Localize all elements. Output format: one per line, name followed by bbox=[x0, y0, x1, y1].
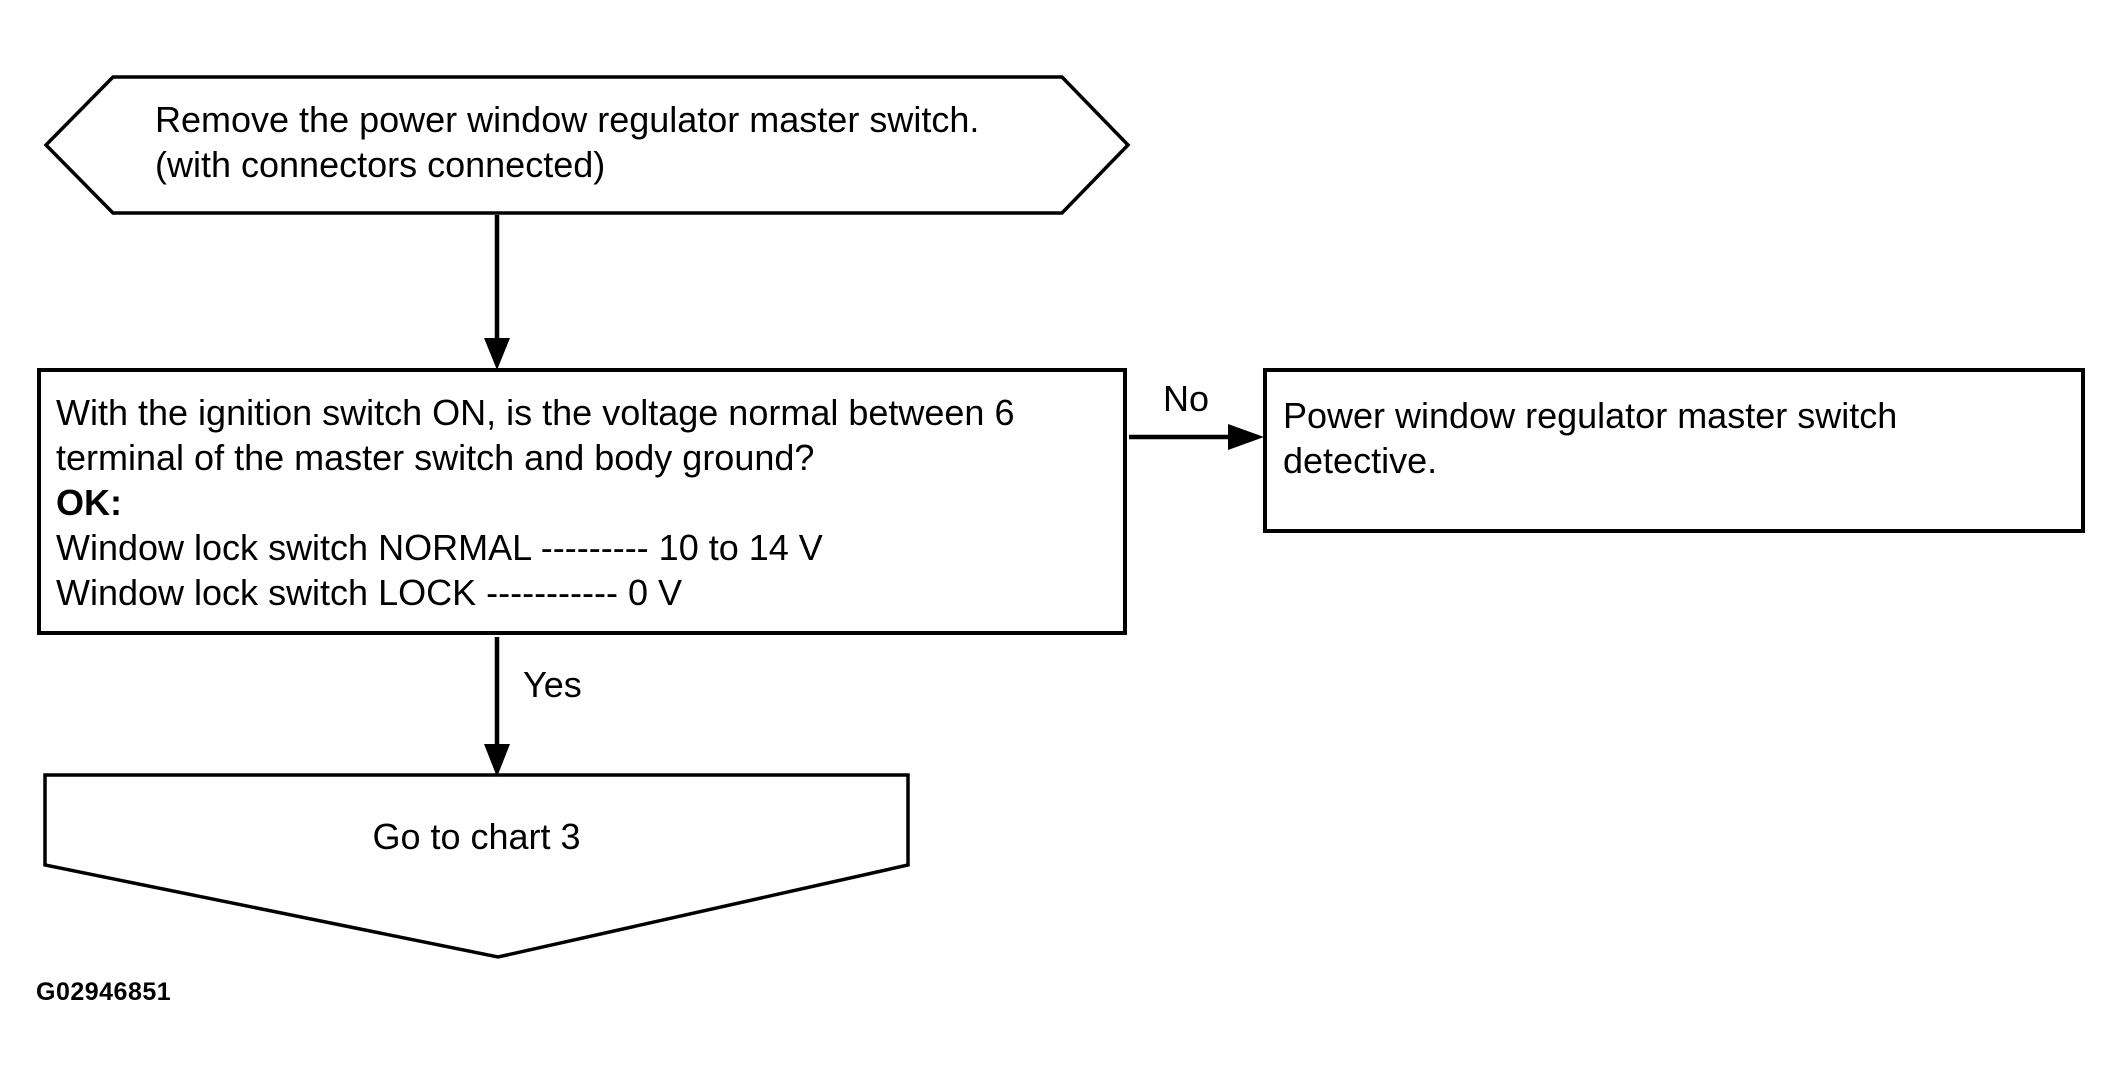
decision-box-shape bbox=[37, 368, 1127, 635]
decision-ok-label: OK: bbox=[56, 482, 122, 523]
decision-spec-normal: Window lock switch NORMAL --------- 10 t… bbox=[56, 527, 823, 568]
start-node-line1: Remove the power window regulator master… bbox=[155, 99, 980, 140]
branch-no-label: No bbox=[1163, 378, 1210, 419]
figure-id-caption: G02946851 bbox=[36, 978, 172, 1006]
arrow-no-head-icon bbox=[1228, 424, 1264, 450]
decision-question-line1: With the ignition switch ON, is the volt… bbox=[56, 392, 1015, 433]
decision-spec-lock: Window lock switch LOCK ----------- 0 V bbox=[56, 572, 683, 613]
start-hexagon-shape bbox=[43, 75, 1131, 215]
yes-result-pentagon-shape bbox=[43, 773, 910, 959]
no-result-text: Power window regulator master switch det… bbox=[1283, 393, 1897, 483]
decision-box-text: With the ignition switch ON, is the volt… bbox=[56, 390, 1014, 615]
branch-yes-label: Yes bbox=[523, 664, 582, 705]
no-result-line2: detective. bbox=[1283, 440, 1438, 481]
yes-result-label: Go to chart 3 bbox=[372, 816, 581, 857]
arrow-start-to-decision-head-icon bbox=[484, 338, 510, 370]
arrow-yes-head-icon bbox=[484, 744, 510, 777]
no-result-box-shape bbox=[1263, 368, 2085, 533]
no-result-line1: Power window regulator master switch bbox=[1283, 395, 1898, 436]
decision-question-line2: terminal of the master switch and body g… bbox=[56, 437, 815, 478]
start-node-line2: (with connectors connected) bbox=[155, 144, 606, 185]
start-node-text: Remove the power window regulator master… bbox=[155, 97, 979, 187]
